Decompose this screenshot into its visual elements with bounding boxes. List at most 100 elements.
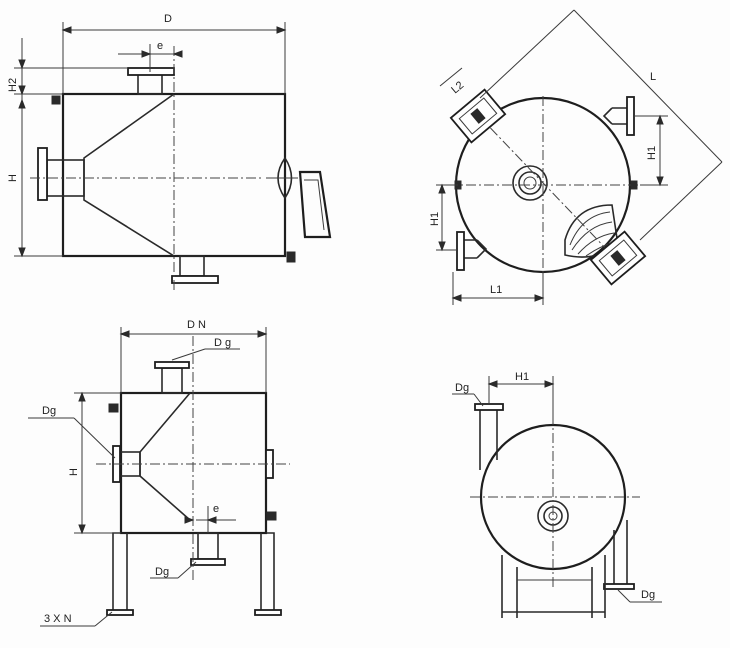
arrow	[438, 183, 446, 194]
vent-boss-2	[108, 403, 119, 413]
upper-valve	[449, 88, 507, 144]
view-legged-front: D N D g Dg H e Dg 3 X N	[28, 319, 290, 627]
right-flange	[626, 96, 635, 136]
arrow	[18, 59, 26, 70]
view-plan: L L2 H1 H1 L1	[429, 9, 723, 305]
drain-boss	[286, 251, 296, 263]
valve-inner	[598, 239, 638, 277]
cutaway-hatch	[569, 211, 616, 257]
right-pipe-flange	[603, 583, 635, 590]
left-nozzle	[464, 239, 488, 259]
center-ring-inner	[518, 171, 542, 195]
vent-boss	[51, 95, 61, 105]
valve-core	[610, 250, 626, 266]
arrow	[119, 330, 130, 338]
arrow	[141, 50, 152, 58]
dg-bottom-leader	[177, 561, 197, 579]
handle-inner	[304, 179, 325, 231]
top-flange	[127, 67, 175, 76]
arrow	[78, 524, 86, 535]
legs-side	[501, 555, 606, 618]
drain-boss-2	[266, 511, 277, 521]
bottom-nozzle	[179, 255, 205, 277]
top-nozzle-2	[161, 367, 183, 394]
dim-h1-right-label: H1	[646, 146, 658, 160]
arrow	[257, 330, 268, 338]
plan-diagonal-centerline	[477, 114, 613, 256]
view-legged-side: Dg H1 Dg	[452, 371, 662, 618]
dim-h-label-2: H	[68, 468, 80, 476]
valve-core	[470, 108, 486, 124]
dim-e-label: e	[157, 40, 163, 52]
arrow	[438, 241, 446, 252]
dg-top-label-2: Dg	[455, 382, 469, 394]
dim-h2-label: H2	[7, 78, 19, 92]
center-ring-outer	[512, 165, 548, 201]
l-dim-line	[573, 9, 723, 163]
arrow	[184, 516, 195, 524]
foot-left	[106, 609, 134, 616]
internal-cone	[83, 93, 175, 257]
dg-bottom-label-2: Dg	[641, 589, 655, 601]
right-vertical-pipe	[613, 520, 628, 585]
dim-h1-left-label: H1	[429, 212, 441, 226]
view-front-elevation: D e H2 H	[7, 13, 332, 290]
legs-label: 3 X N	[44, 613, 72, 625]
arrow	[61, 26, 72, 34]
arrow	[78, 391, 86, 402]
dg-bottom-label: Dg	[155, 566, 169, 578]
l2-dim-line	[439, 67, 463, 87]
legs-leader	[94, 611, 113, 627]
bottom-flange-2	[190, 558, 226, 566]
handle-lever	[298, 170, 332, 239]
lower-valve	[589, 230, 647, 286]
arrow	[451, 294, 462, 302]
leg-left	[112, 532, 128, 612]
side-window	[277, 156, 293, 200]
l-ext-bottom	[639, 161, 723, 241]
dim-l1-label: L1	[490, 284, 502, 296]
internal-cone-2	[139, 392, 191, 521]
left-flange	[456, 231, 465, 271]
dim-dn-label: D N	[187, 319, 206, 331]
arrow	[18, 247, 26, 258]
dg-bottom-leader-2	[617, 589, 631, 603]
top-flange-2	[154, 361, 190, 369]
arrow	[544, 380, 555, 388]
arrow	[656, 114, 664, 125]
arrow	[276, 26, 287, 34]
left-nozzle-flange	[474, 403, 504, 411]
arrow	[172, 50, 183, 58]
right-nozzle	[602, 107, 627, 125]
dg-left-leader	[73, 417, 116, 459]
arrow	[656, 176, 664, 187]
dg-top-leader-2	[473, 393, 484, 407]
leg-right	[260, 532, 275, 612]
arrow	[206, 516, 217, 524]
arrow	[18, 85, 26, 96]
dim-l2-label: L2	[449, 79, 466, 96]
top-nozzle	[137, 73, 163, 95]
arrow	[487, 380, 498, 388]
dim-d-label: D	[164, 13, 172, 25]
dg-top-label: D g	[214, 337, 231, 349]
dg-left-label: Dg	[42, 405, 56, 417]
cutaway-region	[564, 204, 619, 258]
foot-right	[254, 609, 282, 616]
dg-top-leader	[171, 348, 206, 361]
left-vertical-nozzle	[479, 410, 498, 470]
stud-right	[630, 180, 638, 190]
bottom-flange	[171, 275, 219, 284]
dim-e-label-2: e	[213, 503, 219, 515]
l-ext-top	[479, 9, 575, 99]
valve-inner	[458, 97, 498, 135]
dim-h1-label-2: H1	[515, 371, 529, 383]
center-hole	[523, 176, 537, 190]
arrow	[534, 294, 545, 302]
bottom-nozzle-2	[197, 532, 219, 560]
inlet-flange	[37, 147, 48, 201]
dim-l-label: L	[650, 71, 656, 83]
arrow	[18, 98, 26, 109]
